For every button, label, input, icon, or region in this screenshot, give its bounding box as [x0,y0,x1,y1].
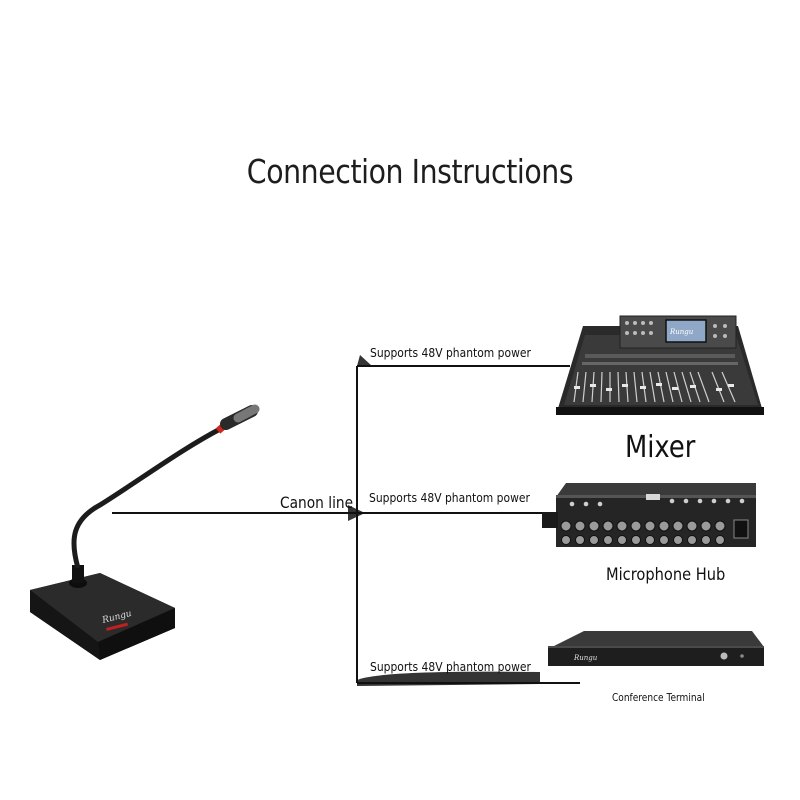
conference-terminal-label: Conference Terminal [612,692,705,704]
cable-shadows [348,355,540,686]
diagram-title: Connection Instructions [246,152,574,191]
digital-mixer: Rungu [556,315,764,415]
microphone-hub [542,483,756,547]
mixer-label: Mixer [625,430,696,465]
conference-terminal: Rungu [548,631,764,666]
gooseneck-microphone: Rungu [30,404,260,660]
phantom-power-label-terminal: Supports 48V phantom power [370,659,531,674]
phantom-power-label-hub: Supports 48V phantom power [369,490,530,505]
svg-text:Rungu: Rungu [573,654,598,662]
canon-line-label: Canon line [280,493,354,512]
microphone-hub-label: Microphone Hub [606,565,726,585]
connection-lines [112,365,580,684]
phantom-power-label-mixer: Supports 48V phantom power [370,345,531,360]
svg-text:Rungu: Rungu [669,328,694,336]
